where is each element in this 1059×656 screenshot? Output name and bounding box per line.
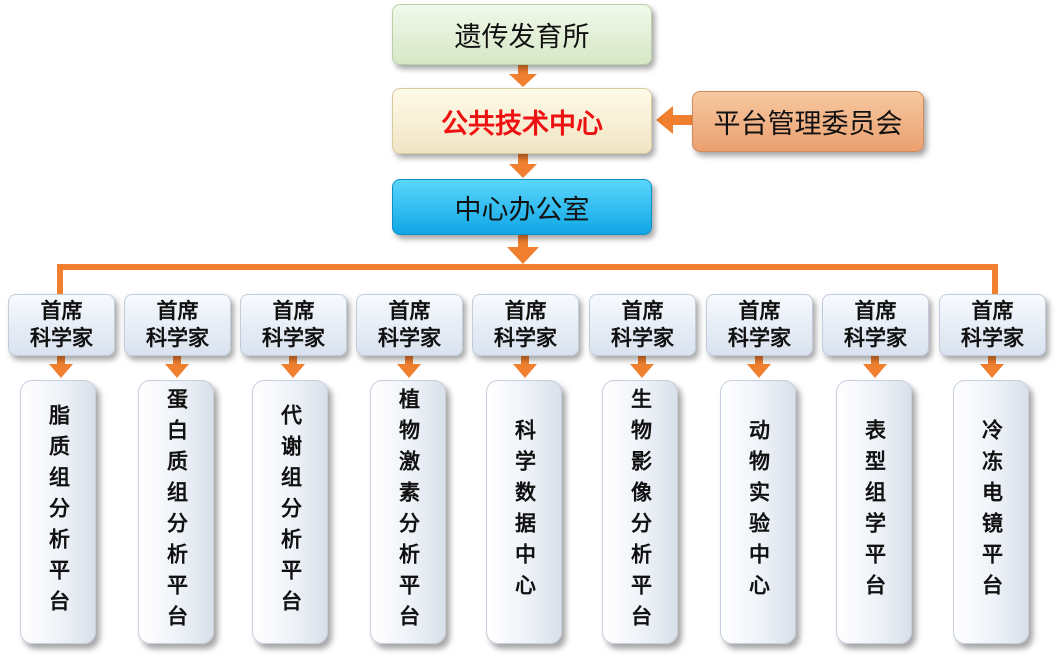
chief-scientist-role: 科学家 [378,326,441,350]
platform-box: 代谢组分析平台 [252,380,328,644]
chief-scientist-title: 首席 [738,299,781,323]
chief-scientist-role: 科学家 [494,326,557,350]
platform-label: 表型组学平台 [862,419,887,605]
platform-label: 冷冻电镜平台 [979,419,1004,605]
arrow-center-to-office [509,154,537,178]
platform-label: 代谢组分析平台 [278,403,303,621]
chief-scientist-title: 首席 [40,299,83,323]
scientist-arrow [397,356,421,378]
scientist-arrow [747,356,771,378]
platform-box: 脂质组分析平台 [20,380,96,644]
bus-left-drop [57,264,63,294]
distribution-bus [57,264,998,270]
chief-scientist-box: 首席科学家 [939,294,1046,356]
institute-label: 遗传发育所 [454,22,590,53]
office-box: 中心办公室 [392,179,652,235]
chief-scientist-role: 科学家 [146,326,209,350]
chief-scientist-role: 科学家 [728,326,791,350]
committee-label: 平台管理委员会 [713,109,903,140]
arrow-office-to-bus [507,235,539,264]
platform-label: 脂质组分析平台 [46,403,71,621]
chief-scientist-box: 首席科学家 [8,294,115,356]
scientist-to-platform-arrows [49,356,1004,378]
chief-scientist-role: 科学家 [611,326,674,350]
scientist-arrow [165,356,189,378]
institute-box: 遗传发育所 [392,4,652,65]
chief-scientist-title: 首席 [388,299,431,323]
platform-box: 冷冻电镜平台 [953,380,1029,644]
public-center-label: 公共技术中心 [441,108,603,140]
platform-label: 植物激素分析平台 [396,388,421,636]
chief-scientist-box: 首席科学家 [356,294,463,356]
scientist-arrow [980,356,1004,378]
chief-scientist-role: 科学家 [262,326,325,350]
chief-scientist-role: 科学家 [961,326,1024,350]
platform-label: 动物实验中心 [746,419,771,605]
platform-label: 蛋白质组分析平台 [164,388,189,636]
chief-scientist-box: 首席科学家 [124,294,231,356]
platform-box: 表型组学平台 [836,380,912,644]
platform-box: 植物激素分析平台 [370,380,446,644]
chief-scientist-title: 首席 [971,299,1014,323]
scientist-arrow [281,356,305,378]
platform-box: 蛋白质组分析平台 [138,380,214,644]
bus-right-drop [992,264,998,294]
chief-scientist-box: 首席科学家 [822,294,929,356]
chief-scientist-box: 首席科学家 [706,294,813,356]
scientist-arrow [513,356,537,378]
platform-label: 科学数据中心 [512,419,537,605]
platform-box: 科学数据中心 [486,380,562,644]
platform-box: 生物影像分析平台 [602,380,678,644]
platform-box: 动物实验中心 [720,380,796,644]
chief-scientist-box: 首席科学家 [472,294,579,356]
chief-scientist-title: 首席 [854,299,897,323]
scientist-arrow [863,356,887,378]
public-center-box: 公共技术中心 [392,88,652,154]
platform-label: 生物影像分析平台 [628,388,653,636]
chief-scientist-box: 首席科学家 [240,294,347,356]
arrow-institute-to-center [509,65,537,87]
chief-scientist-title: 首席 [621,299,664,323]
office-label: 中心办公室 [454,194,590,226]
chief-scientist-role: 科学家 [30,326,93,350]
chief-scientist-title: 首席 [156,299,199,323]
chief-scientist-title: 首席 [504,299,547,323]
chief-scientist-box: 首席科学家 [589,294,696,356]
scientist-arrow [49,356,73,378]
committee-box: 平台管理委员会 [692,91,924,152]
scientist-arrow [630,356,654,378]
arrow-committee-to-center [656,106,692,134]
chief-scientist-role: 科学家 [844,326,907,350]
chief-scientist-title: 首席 [272,299,315,323]
